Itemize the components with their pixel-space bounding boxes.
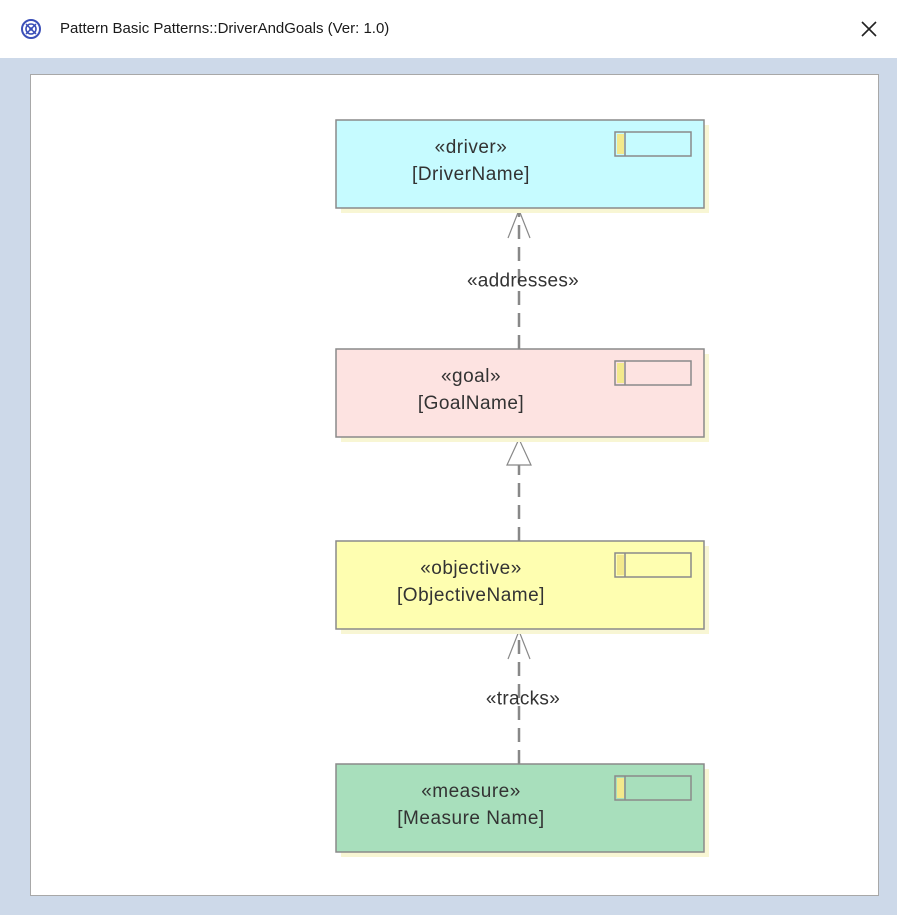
- compartment-toggle-icon[interactable]: [614, 360, 692, 386]
- pattern-diagram: «addresses» «tracks» «driver» [DriverName]…: [335, 119, 709, 857]
- element-stereotype: «measure»: [421, 781, 521, 802]
- dependency-connector-goal-driver[interactable]: «addresses»: [467, 208, 579, 349]
- element-stereotype: «driver»: [435, 137, 508, 158]
- diagram-canvas[interactable]: «addresses» «tracks» «driver» [DriverName]…: [30, 74, 879, 896]
- realization-connector-objective-goal[interactable]: [506, 437, 532, 541]
- element-name: [Measure Name]: [397, 808, 544, 829]
- objective-element[interactable]: «objective» [ObjectiveName]: [335, 540, 709, 634]
- dependency-connector-measure-objective[interactable]: «tracks»: [486, 629, 560, 764]
- close-icon: [861, 21, 877, 37]
- title-bar: Pattern Basic Patterns::DriverAndGoals (…: [0, 0, 897, 58]
- element-stereotype: «goal»: [441, 366, 501, 387]
- measure-element[interactable]: «measure» [Measure Name]: [335, 763, 709, 857]
- compartment-toggle-icon[interactable]: [614, 131, 692, 157]
- connector-label: «tracks»: [486, 689, 560, 710]
- goal-element[interactable]: «goal» [GoalName]: [335, 348, 709, 442]
- element-name: [ObjectiveName]: [397, 585, 545, 606]
- pattern-icon: [21, 19, 41, 39]
- element-name: [DriverName]: [412, 164, 530, 185]
- element-box: [335, 119, 705, 209]
- element-box: [335, 348, 705, 438]
- element-box: [335, 540, 705, 630]
- window-title: Pattern Basic Patterns::DriverAndGoals (…: [60, 20, 390, 37]
- element-name: [GoalName]: [418, 393, 524, 414]
- element-box: [335, 763, 705, 853]
- close-button[interactable]: [852, 12, 886, 46]
- compartment-toggle-icon[interactable]: [614, 552, 692, 578]
- connector-label: «addresses»: [467, 271, 579, 292]
- element-stereotype: «objective»: [420, 558, 522, 579]
- compartment-toggle-icon[interactable]: [614, 775, 692, 801]
- driver-element[interactable]: «driver» [DriverName]: [335, 119, 709, 213]
